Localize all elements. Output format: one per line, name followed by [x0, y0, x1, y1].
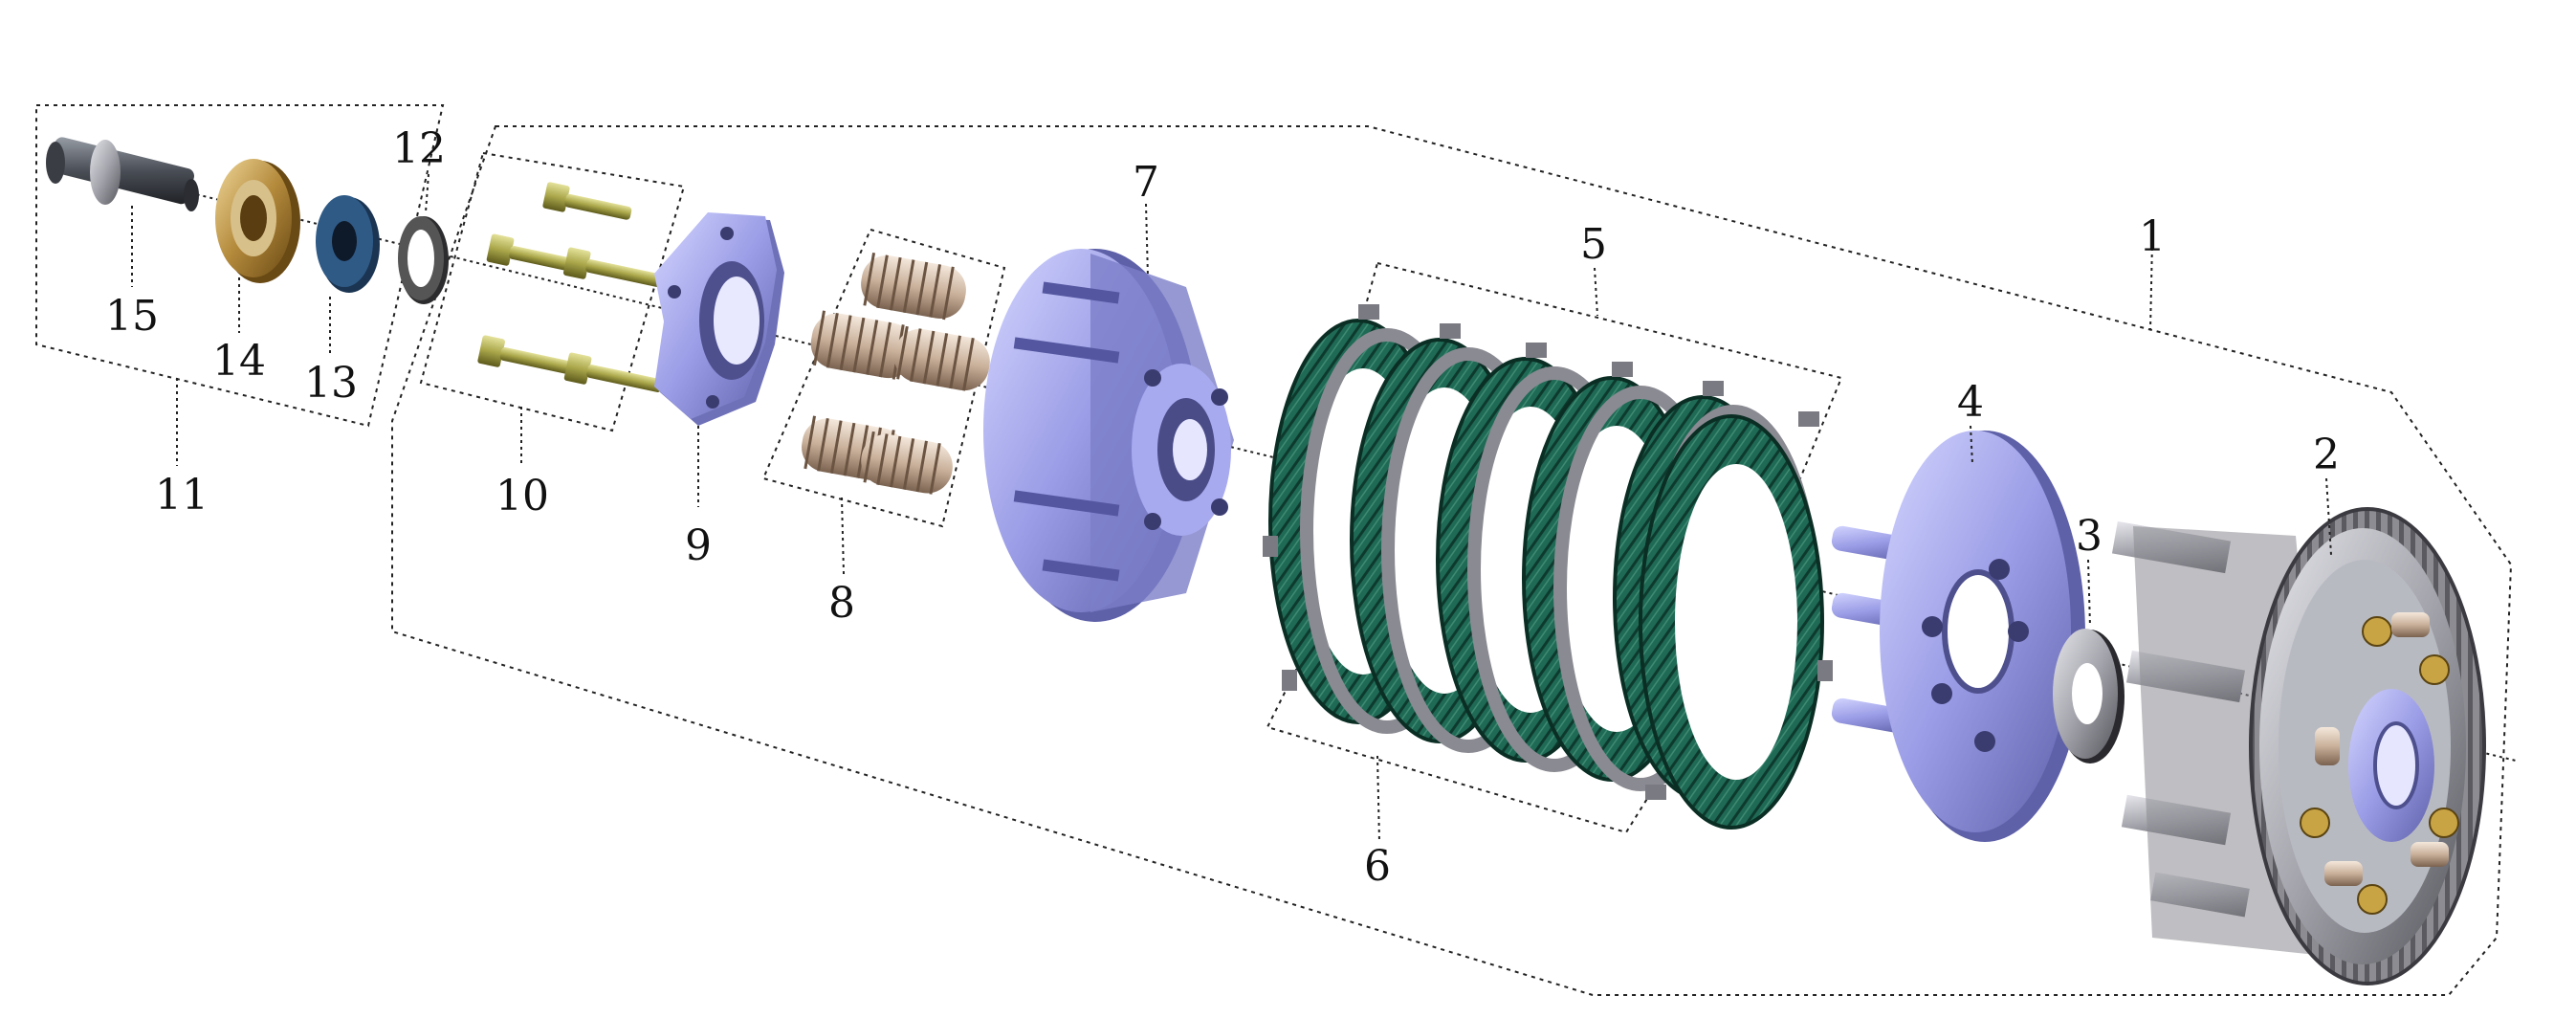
part-3-thrust-washer [2053, 629, 2125, 764]
part-10-bolts [477, 182, 663, 392]
callout-2: 2 [2313, 431, 2340, 479]
part-9-pressure-plate [654, 212, 784, 426]
callout-15: 15 [105, 292, 159, 341]
part-7-clutch-hub [983, 249, 1234, 622]
callout-10: 10 [495, 472, 549, 520]
part-15-shaft [46, 137, 199, 211]
group-outline-10 [419, 151, 686, 432]
callout-8: 8 [828, 579, 855, 628]
callout-5: 5 [1580, 220, 1607, 269]
callout-3: 3 [2076, 512, 2103, 561]
callouts: 1 2 3 4 5 6 7 8 9 10 11 12 13 14 15 [105, 124, 2340, 891]
part-12-washer [398, 216, 449, 304]
leader-lines [131, 173, 2332, 843]
callout-13: 13 [304, 359, 358, 408]
callout-12: 12 [392, 124, 446, 173]
callout-11: 11 [155, 471, 209, 520]
group-outline-5 [1337, 261, 1843, 485]
callout-6: 6 [1364, 842, 1391, 891]
callout-1: 1 [2139, 212, 2166, 261]
part-5-6-plate-stack [1263, 304, 1833, 830]
part-13-bushing [316, 195, 380, 293]
callout-4: 4 [1957, 378, 1984, 427]
plate-6 [1639, 414, 1824, 830]
part-2-clutch-housing [2111, 507, 2486, 985]
group-outline-8 [761, 228, 1006, 528]
group-outline-11 [35, 104, 445, 428]
callout-9: 9 [685, 521, 712, 570]
part-8-springs [802, 253, 990, 495]
callout-14: 14 [212, 337, 266, 386]
callout-7: 7 [1133, 158, 1159, 207]
part-14-bearing [215, 159, 300, 283]
part-4-pressure-disc [1831, 431, 2085, 842]
group-outline-1 [391, 125, 2513, 996]
